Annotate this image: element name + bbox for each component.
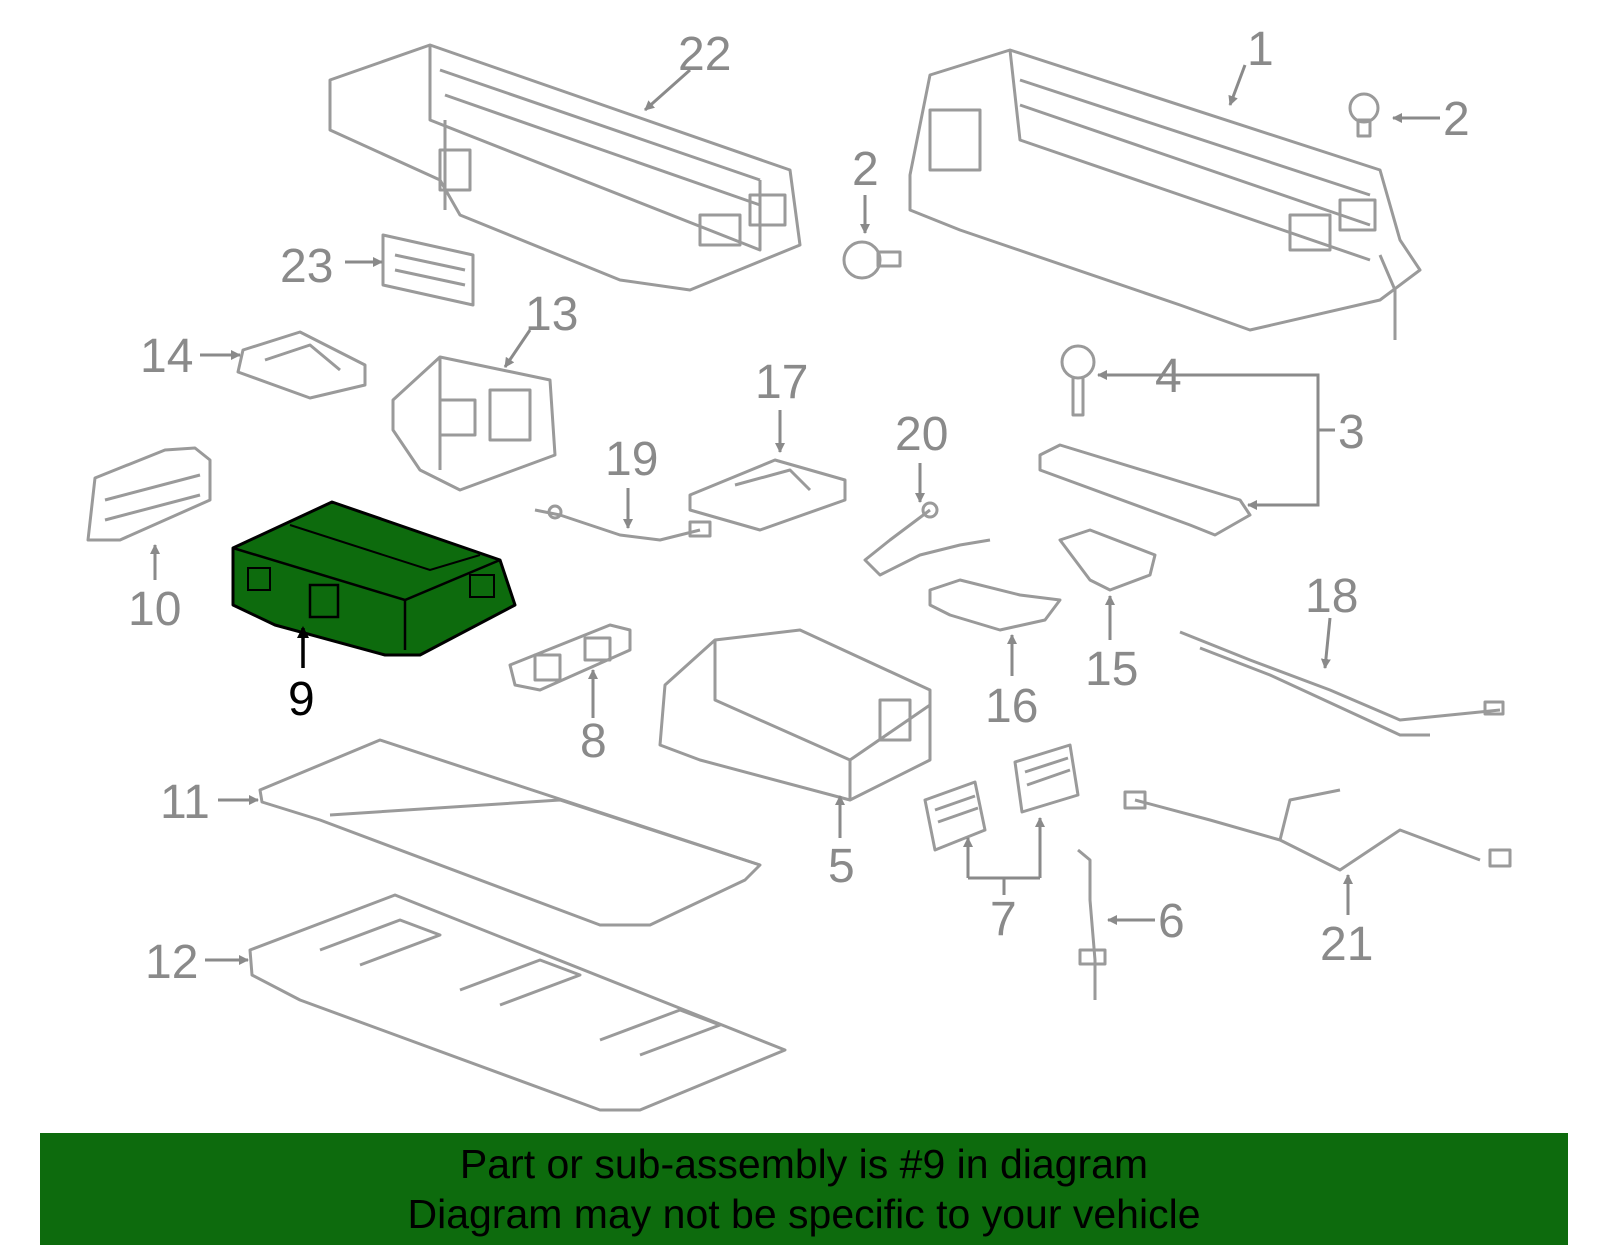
callout-10[interactable]: 10: [128, 583, 181, 636]
part-23-label: [381, 233, 475, 307]
callout-11[interactable]: 11: [160, 776, 210, 829]
callout-17[interactable]: 17: [755, 356, 808, 409]
callout-9-selected[interactable]: 9: [288, 673, 315, 726]
part-5-module: [658, 628, 932, 802]
callout-5[interactable]: 5: [828, 840, 855, 893]
callout-4[interactable]: 4: [1155, 350, 1182, 403]
callout-16[interactable]: 16: [985, 680, 1038, 733]
part-12-floor-pan: [248, 893, 787, 1112]
callout-14[interactable]: 14: [140, 330, 193, 383]
callout-18[interactable]: 18: [1305, 570, 1358, 623]
callout-13[interactable]: 13: [525, 288, 578, 341]
leader-18: [1320, 617, 1332, 669]
part-16-bracket: [928, 578, 1062, 632]
part-2-bolt-left: [842, 240, 902, 280]
callout-21[interactable]: 21: [1320, 918, 1373, 971]
part-10-cover: [86, 446, 212, 542]
part-3-rail: [1038, 443, 1252, 537]
part-4-bolt: [1060, 344, 1096, 417]
callout-12[interactable]: 12: [145, 936, 198, 989]
callout-7[interactable]: 7: [990, 893, 1017, 946]
part-2-bolt-right: [1348, 92, 1380, 138]
part-13-housing: [391, 355, 557, 492]
callout-2a[interactable]: 2: [1443, 93, 1470, 146]
leader-1: [1228, 64, 1247, 106]
part-8-bracket: [508, 623, 632, 692]
callout-3[interactable]: 3: [1338, 406, 1365, 459]
part-18-harness: [1179, 630, 1505, 737]
part-14-bracket: [236, 330, 367, 400]
part-19-sensor: [534, 504, 712, 542]
callout-22[interactable]: 22: [678, 28, 731, 81]
callout-20[interactable]: 20: [895, 408, 948, 461]
part-17-plate: [688, 458, 847, 532]
part-20-harness: [863, 501, 991, 577]
part-6-tube: [1077, 848, 1107, 1000]
part-1-battery-assembly-outline: [908, 48, 1422, 340]
callout-6[interactable]: 6: [1158, 895, 1185, 948]
part-15-bracket: [1058, 528, 1157, 592]
info-banner: Part or sub-assembly is #9 in diagram Di…: [40, 1133, 1568, 1245]
leader-22: [644, 68, 691, 112]
part-11-tray: [258, 738, 762, 927]
leader-3-bracket: [1150, 373, 1320, 510]
part-7-vent-left: [923, 780, 987, 852]
banner-line-part: Part or sub-assembly is #9 in diagram: [459, 1141, 1149, 1187]
callout-1[interactable]: 1: [1247, 23, 1274, 76]
callout-15[interactable]: 15: [1085, 643, 1138, 696]
part-22-battery-section-outline: [328, 43, 802, 292]
part-7-vent-right: [1013, 743, 1080, 814]
callout-2b[interactable]: 2: [852, 143, 879, 196]
callout-8[interactable]: 8: [580, 715, 607, 768]
part-21-harness: [1123, 788, 1512, 872]
part-9-highlighted-module: [231, 500, 517, 657]
banner-line-disclaimer: Diagram may not be specific to your vehi…: [407, 1191, 1201, 1237]
callout-23[interactable]: 23: [280, 240, 333, 293]
leader-13: [503, 329, 532, 368]
callout-19[interactable]: 19: [605, 433, 658, 486]
